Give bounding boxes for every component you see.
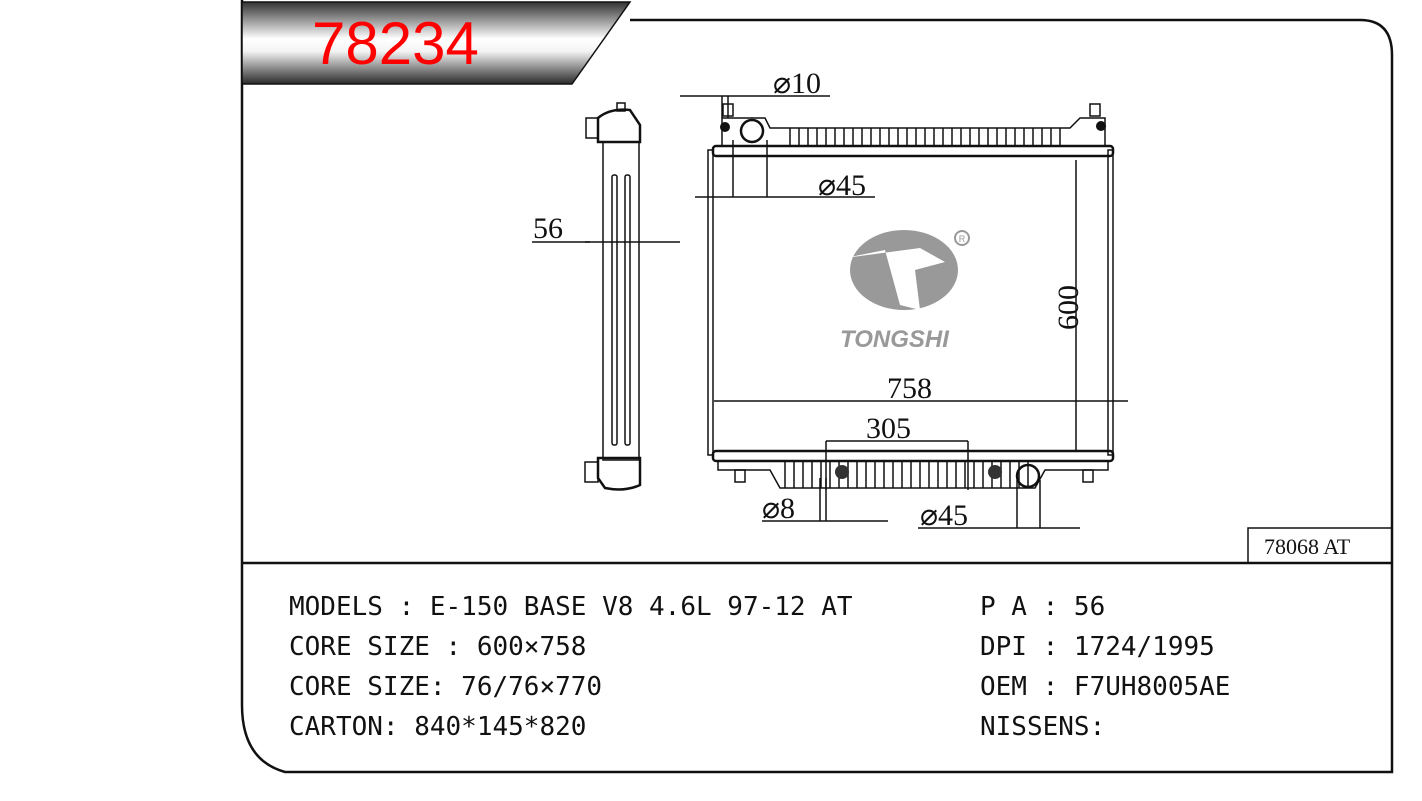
dimension-height: 600: [1052, 285, 1085, 330]
dimension-lower-small-pipe: ⌀8: [762, 492, 795, 525]
spec-models: MODELS : E-150 BASE V8 4.6L 97-12 AT: [289, 592, 853, 622]
dimension-upper-pipe: ⌀45: [818, 169, 866, 202]
spec-carton: CARTON: 840*145*820: [289, 712, 586, 742]
radiator-front-view: ⌀10 ⌀45 600 758 305 ⌀8 ⌀45: [680, 67, 1128, 532]
dimension-inlet-small: ⌀10: [773, 67, 821, 100]
thickness-dimension: 56: [533, 212, 563, 245]
spec-oem: OEM : F7UH8005AE: [980, 672, 1230, 702]
registered-mark: R: [959, 234, 966, 244]
spec-left-column: MODELS : E-150 BASE V8 4.6L 97-12 AT COR…: [289, 592, 853, 742]
logo-brand-text: TONGSHI: [840, 326, 950, 353]
sheet-frame: [240, 0, 1394, 774]
spec-nissens: NISSENS:: [980, 712, 1105, 742]
spec-right-column: P A : 56 DPI : 1724/1995 OEM : F7UH8005A…: [980, 592, 1230, 742]
reference-code: 78068 AT: [1264, 534, 1351, 559]
spec-core-size-2: CORE SIZE: 76/76×770: [289, 672, 602, 702]
dimension-pipe-spacing: 305: [866, 412, 911, 445]
part-number: 78234: [312, 10, 479, 77]
spec-dpi: DPI : 1724/1995: [980, 632, 1215, 662]
dimension-width: 758: [887, 372, 932, 405]
tongshi-logo: R TONGSHI: [840, 230, 970, 353]
part-number-banner: 78234: [241, 1, 632, 85]
radiator-side-view: 56: [532, 102, 680, 491]
spec-core-size: CORE SIZE : 600×758: [289, 632, 586, 662]
spec-pa: P A : 56: [980, 592, 1105, 622]
reference-box: 78068 AT: [1247, 527, 1393, 564]
dimension-lower-pipe: ⌀45: [920, 499, 968, 532]
